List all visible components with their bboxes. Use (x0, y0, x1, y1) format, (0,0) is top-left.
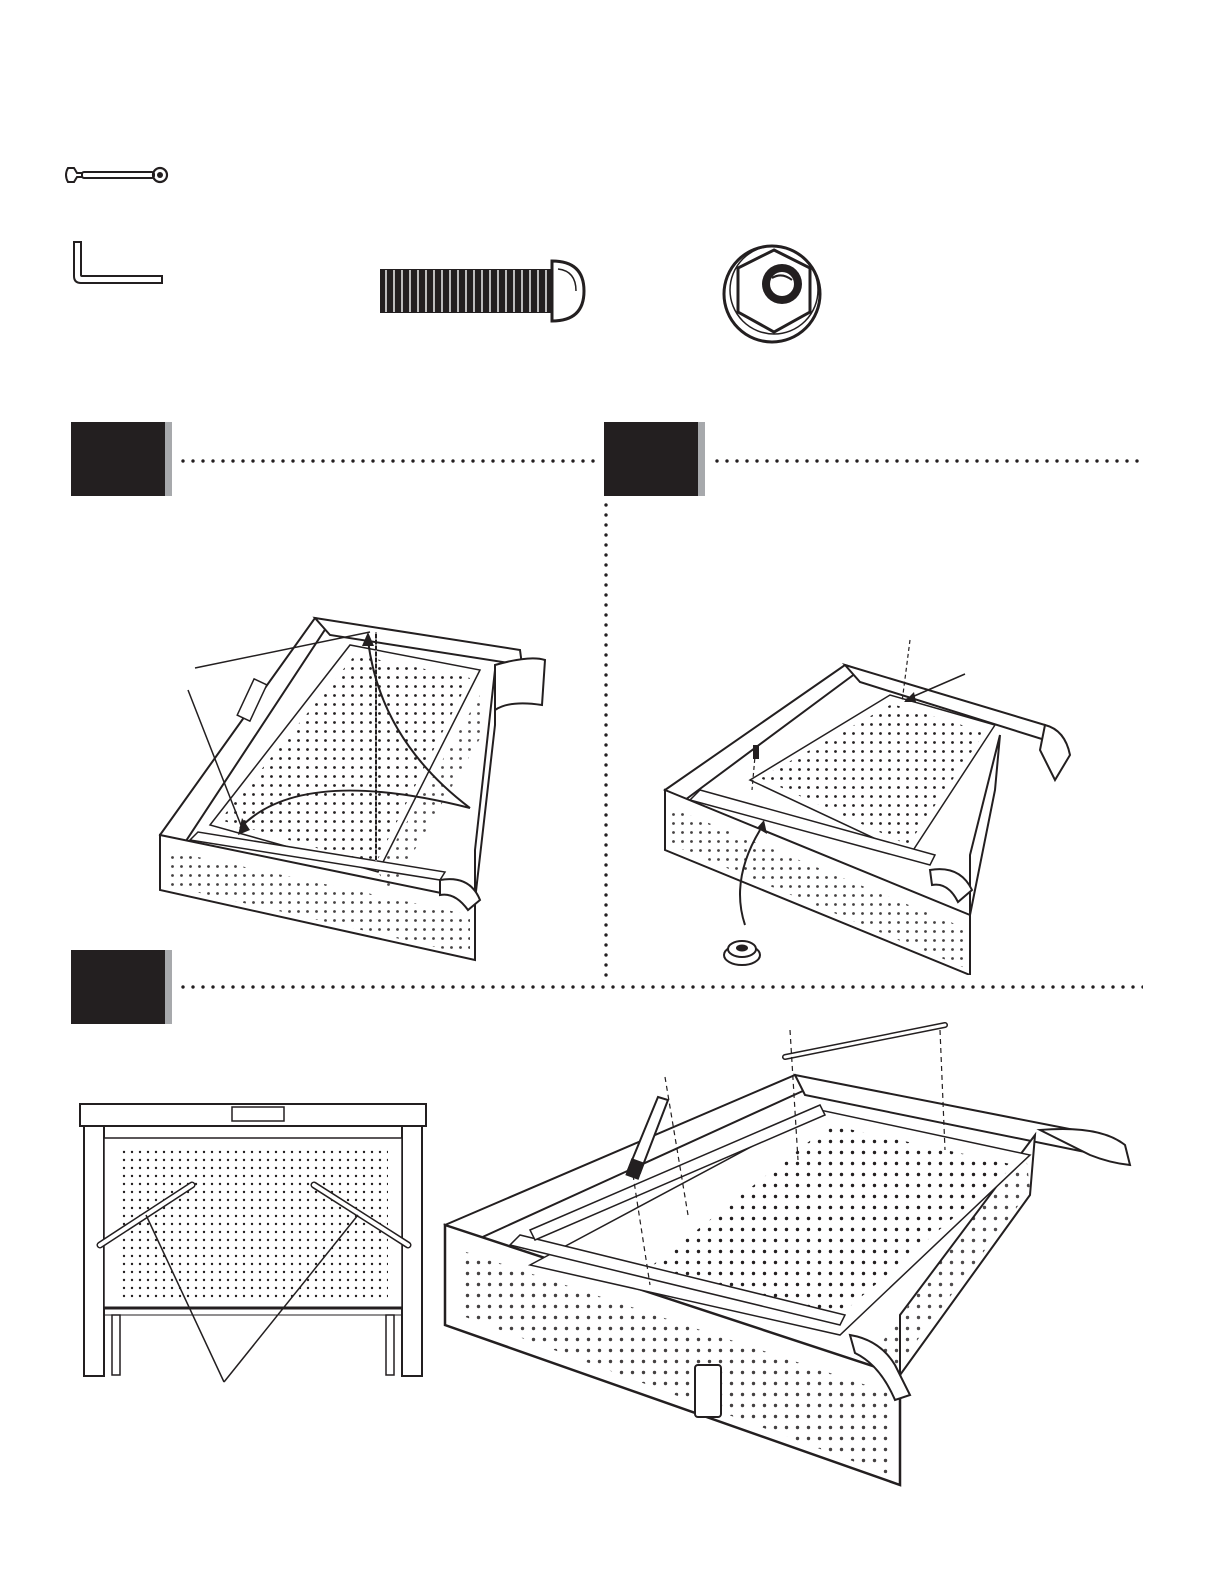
column-divider (604, 500, 608, 980)
step-c-front-view-illustration (72, 1100, 432, 1390)
flange-nut (718, 238, 828, 348)
step-b-badge (604, 422, 698, 496)
step-a-rule (178, 459, 598, 463)
flange-nut-small (722, 935, 762, 967)
step-a-badge (71, 422, 165, 496)
hex-key-icon (66, 238, 171, 288)
step-c-rule (178, 985, 1143, 989)
step-a-tray-illustration (150, 610, 570, 970)
button-head-bolt (376, 255, 596, 327)
step-b-tray-illustration (660, 630, 1080, 975)
wrench-icon (62, 160, 172, 190)
step-c-tray-illustration (440, 1015, 1180, 1505)
step-b-rule (712, 459, 1142, 463)
